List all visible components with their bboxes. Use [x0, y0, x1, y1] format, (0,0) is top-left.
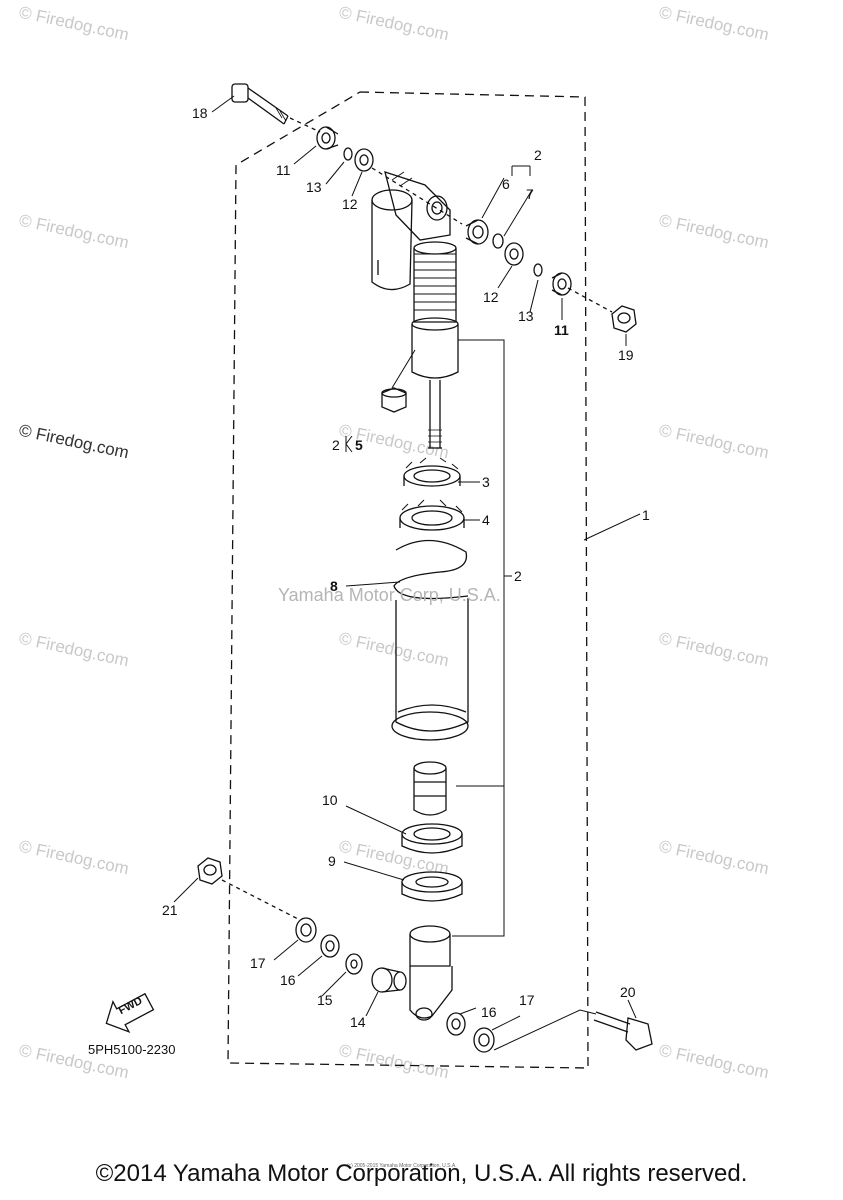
seal-16-right — [446, 1012, 466, 1036]
reservoir — [371, 189, 413, 291]
adjuster-4 — [399, 499, 465, 531]
collar-11-right — [551, 272, 572, 296]
oring-13-right — [533, 263, 543, 277]
callout-20: 20 — [620, 984, 636, 1000]
callout-9: 9 — [328, 853, 336, 869]
callout-3: 3 — [482, 474, 490, 490]
bolt-20 — [593, 1011, 653, 1051]
callout-16: 16 — [280, 972, 296, 988]
callout-17: 17 — [250, 955, 266, 971]
callout-2: 2 — [514, 568, 522, 584]
callout-10: 10 — [322, 792, 338, 808]
spring-8 — [391, 539, 469, 741]
collar-6 — [465, 219, 489, 245]
oring-13-top — [343, 147, 353, 161]
bump-stop — [413, 761, 447, 816]
callout-15: 15 — [317, 992, 333, 1008]
callout-18: 18 — [192, 105, 208, 121]
collar-11-top — [316, 126, 339, 150]
nut-5 — [381, 387, 407, 413]
callout-4: 4 — [482, 512, 490, 528]
footer-small-copyright: (c) 2005-2015 Yamaha Motor Corporation, … — [347, 1163, 457, 1169]
callout-17: 17 — [519, 992, 535, 1008]
bearing-12-right — [504, 242, 524, 266]
bearing-12-top — [354, 148, 374, 172]
bearing-14 — [371, 967, 407, 993]
callout-8: 8 — [330, 578, 338, 594]
spring-guide-10 — [401, 823, 463, 854]
callout-11: 11 — [276, 162, 291, 178]
callout-2: 2 — [332, 437, 340, 453]
callout-7: 7 — [526, 186, 534, 202]
washer-17-right — [473, 1027, 495, 1053]
callout-5: 5 — [355, 437, 363, 453]
lower-clevis — [409, 925, 453, 1021]
callout-13: 13 — [518, 308, 534, 324]
collar-15 — [345, 953, 363, 975]
seal-16-left — [320, 934, 340, 958]
callout-2: 2 — [534, 147, 542, 163]
bolt-18 — [231, 83, 289, 125]
nut-21 — [197, 857, 223, 885]
fwd-arrow — [105, 992, 155, 1033]
oring-7 — [492, 233, 504, 249]
callout-16: 16 — [481, 1004, 497, 1020]
callout-12: 12 — [342, 196, 358, 212]
watermark-yamaha: Yamaha Motor Corp, U.S.A. — [278, 585, 501, 605]
footer-copyright: ©2014 Yamaha Motor Corporation, U.S.A. A… — [95, 1160, 748, 1187]
damper-body — [411, 241, 459, 449]
assembly-outline — [227, 91, 589, 1069]
callout-19: 19 — [618, 347, 634, 363]
washer-17-left — [295, 917, 317, 943]
callout-11: 11 — [554, 322, 569, 338]
callout-13: 13 — [306, 179, 322, 195]
locknut-3 — [403, 457, 461, 487]
callout-21: 21 — [162, 902, 178, 918]
top-clevis — [384, 171, 451, 241]
callout-14: 14 — [350, 1014, 366, 1030]
nut-19 — [611, 305, 637, 333]
diagram-code: 5PH5100-2230 — [88, 1042, 176, 1057]
callout-12: 12 — [483, 289, 499, 305]
callout-1: 1 — [642, 507, 650, 523]
callout-6: 6 — [502, 176, 510, 192]
spring-seat-9 — [401, 871, 463, 902]
